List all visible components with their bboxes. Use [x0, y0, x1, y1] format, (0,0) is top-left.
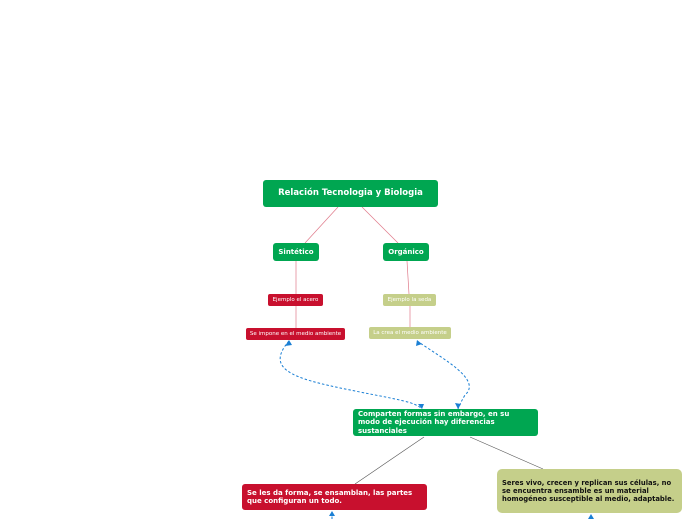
- topic-organico[interactable]: Orgánico: [383, 243, 429, 261]
- link-organico-seda: [406, 260, 410, 295]
- topic-comparten[interactable]: Comparten formas sin embargo, en su modo…: [353, 409, 538, 436]
- arrow-head-icon: [416, 340, 422, 346]
- topic-se-impone[interactable]: Se impone en el medio ambiente: [246, 328, 345, 340]
- link-root-sintetico: [304, 206, 339, 244]
- link-comparten-seles: [354, 436, 425, 485]
- dashed-link-crea-comparten: [416, 340, 470, 410]
- arrow-head-icon: [588, 514, 594, 519]
- topic-ejemplo-acero[interactable]: Ejemplo el acero: [268, 294, 323, 306]
- topic-ejemplo-seda[interactable]: Ejemplo la seda: [383, 294, 436, 306]
- dashed-link-impone-comparten: [279, 340, 423, 410]
- topic-seres-vivo[interactable]: Seres vivo, crecen y replican sus célula…: [497, 469, 682, 513]
- link-root-organico: [361, 206, 399, 244]
- arrow-head-icon: [418, 404, 424, 409]
- arrow-head-icon: [455, 403, 461, 409]
- topic-se-les-da[interactable]: Se les da forma, se ensamblan, las parte…: [242, 484, 427, 510]
- arrow-head-icon: [329, 511, 335, 516]
- topic-la-crea[interactable]: La crea el medio ambiente: [369, 327, 451, 339]
- arrow-head-icon: [285, 340, 292, 346]
- root-topic[interactable]: Relación Tecnologia y Biologia: [263, 180, 438, 207]
- link-comparten-seres: [469, 436, 544, 470]
- topic-sintetico[interactable]: Sintético: [273, 243, 319, 261]
